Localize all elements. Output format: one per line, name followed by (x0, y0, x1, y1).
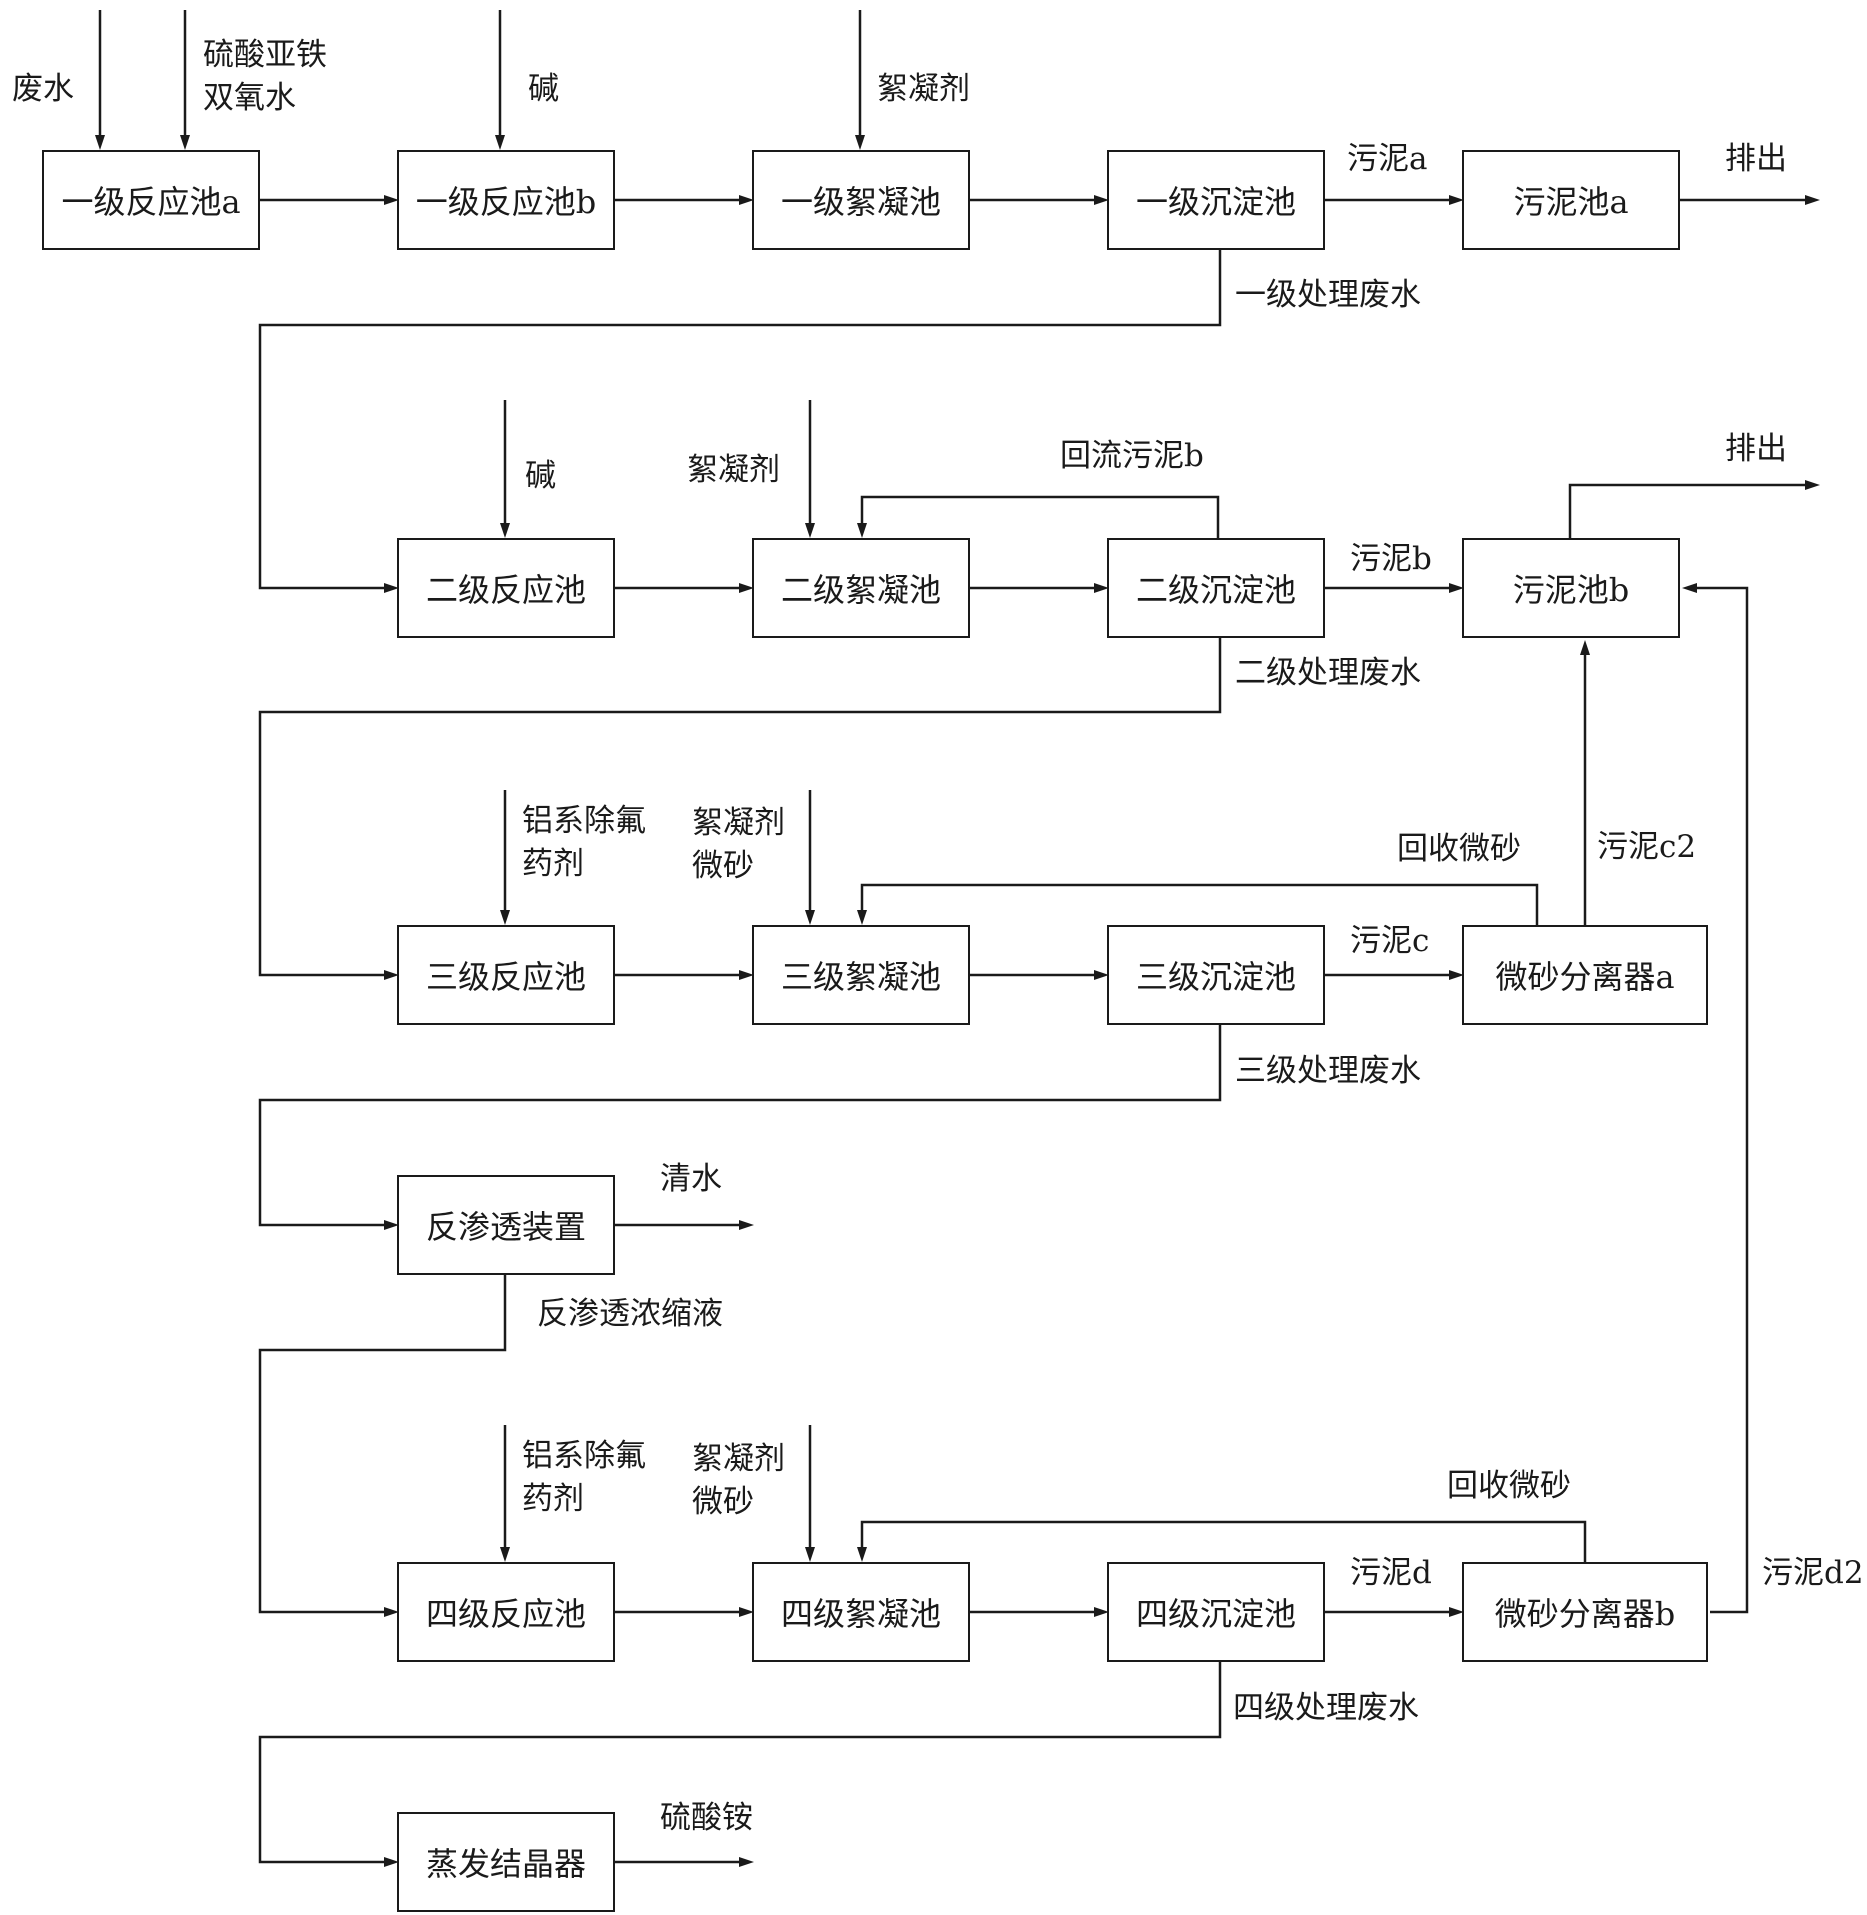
label-ferrous-sulfate-peroxide: 硫酸亚铁 双氧水 (203, 34, 327, 120)
box-quaternary-reaction-tank: 四级反应池 (397, 1562, 615, 1662)
label-alkali-2: 碱 (525, 458, 556, 494)
label-sludge-c2: 污泥c2 (1597, 829, 1697, 865)
label-microsand-3: 微砂 (692, 848, 754, 884)
label-agent-3: 药剂 (522, 846, 584, 882)
label-hydrogen-peroxide: 双氧水 (203, 80, 296, 116)
label-agent-4: 药剂 (522, 1481, 584, 1517)
box-sludge-tank-b: 污泥池b (1462, 538, 1680, 638)
label-al-defluorination-agent-4: 铝系除氟 药剂 (522, 1435, 646, 1521)
label-microsand-4: 微砂 (692, 1484, 754, 1520)
label-discharge-a: 排出 (1725, 141, 1787, 177)
label-sludge-c: 污泥c (1350, 923, 1430, 959)
box-primary-sedimentation-tank: 一级沉淀池 (1107, 150, 1325, 250)
box-tertiary-sedimentation-tank: 三级沉淀池 (1107, 925, 1325, 1025)
label-recovered-microsand-4: 回收微砂 (1447, 1468, 1571, 1504)
label-discharge-b: 排出 (1725, 431, 1787, 467)
label-sludge-d: 污泥d (1350, 1555, 1432, 1591)
label-flocculant-microsand-4: 絮凝剂 微砂 (692, 1438, 785, 1524)
box-quaternary-sedimentation-tank: 四级沉淀池 (1107, 1562, 1325, 1662)
label-al-defluorination-agent-3: 铝系除氟 药剂 (522, 800, 646, 886)
label-secondary-treated-wastewater: 二级处理废水 (1235, 655, 1421, 691)
box-tertiary-flocculation-tank: 三级絮凝池 (752, 925, 970, 1025)
box-primary-reaction-tank-b: 一级反应池b (397, 150, 615, 250)
box-primary-reaction-tank-a: 一级反应池a (42, 150, 260, 250)
label-flocculant-3: 絮凝剂 (692, 805, 785, 841)
label-ammonium-sulfate: 硫酸铵 (660, 1800, 753, 1836)
label-alkali-1: 碱 (528, 71, 559, 107)
label-quaternary-treated-wastewater: 四级处理废水 (1233, 1690, 1419, 1726)
box-microsand-separator-a: 微砂分离器a (1462, 925, 1708, 1025)
label-primary-treated-wastewater: 一级处理废水 (1235, 277, 1421, 313)
box-sludge-tank-a: 污泥池a (1462, 150, 1680, 250)
label-recovered-microsand-3: 回收微砂 (1397, 831, 1521, 867)
label-flocculant-2: 絮凝剂 (687, 452, 780, 488)
box-secondary-sedimentation-tank: 二级沉淀池 (1107, 538, 1325, 638)
label-flocculant-1: 絮凝剂 (877, 71, 970, 107)
box-tertiary-reaction-tank: 三级反应池 (397, 925, 615, 1025)
label-flocculant-microsand-3: 絮凝剂 微砂 (692, 802, 785, 888)
label-ro-concentrate: 反渗透浓缩液 (537, 1296, 723, 1332)
label-ferrous-sulfate: 硫酸亚铁 (203, 37, 327, 73)
label-sludge-a: 污泥a (1347, 141, 1428, 177)
label-return-sludge-b: 回流污泥b (1060, 438, 1204, 474)
box-microsand-separator-b: 微砂分离器b (1462, 1562, 1708, 1662)
label-al-defluorination-4: 铝系除氟 (522, 1438, 646, 1474)
label-al-defluorination-3: 铝系除氟 (522, 803, 646, 839)
box-secondary-reaction-tank: 二级反应池 (397, 538, 615, 638)
box-reverse-osmosis-unit: 反渗透装置 (397, 1175, 615, 1275)
connectors (95, 10, 1820, 1867)
box-secondary-flocculation-tank: 二级絮凝池 (752, 538, 970, 638)
box-quaternary-flocculation-tank: 四级絮凝池 (752, 1562, 970, 1662)
label-sludge-b: 污泥b (1350, 541, 1432, 577)
label-clean-water: 清水 (660, 1161, 722, 1197)
box-primary-flocculation-tank: 一级絮凝池 (752, 150, 970, 250)
label-wastewater: 废水 (12, 71, 74, 107)
label-flocculant-4: 絮凝剂 (692, 1441, 785, 1477)
box-evaporative-crystallizer: 蒸发结晶器 (397, 1812, 615, 1912)
label-tertiary-treated-wastewater: 三级处理废水 (1235, 1053, 1421, 1089)
label-sludge-d2: 污泥d2 (1762, 1555, 1864, 1591)
